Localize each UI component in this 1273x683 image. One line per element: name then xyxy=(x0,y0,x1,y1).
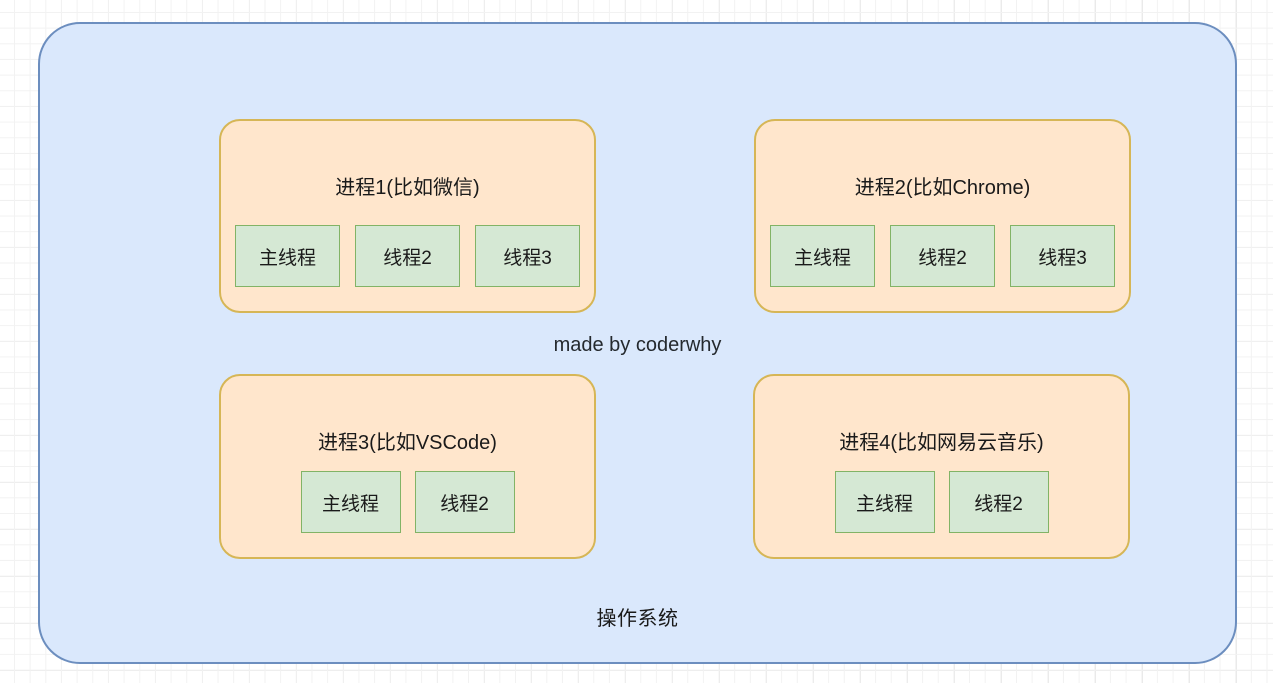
process-2-thread-row: 主线程 线程2 线程3 xyxy=(756,225,1129,287)
process-4-title: 进程4(比如网易云音乐) xyxy=(839,432,1044,454)
thread-box[interactable]: 线程2 xyxy=(890,225,995,287)
process-2-title: 进程2(比如Chrome) xyxy=(854,177,1031,199)
process-box-2[interactable]: 进程2(比如Chrome) 主线程 线程2 线程3 xyxy=(754,119,1131,313)
process-box-1[interactable]: 进程1(比如微信) 主线程 线程2 线程3 xyxy=(219,119,596,313)
process-box-4[interactable]: 进程4(比如网易云音乐) 主线程 线程2 xyxy=(753,374,1130,559)
process-4-thread-row: 主线程 线程2 xyxy=(755,471,1128,533)
thread-box[interactable]: 主线程 xyxy=(300,471,401,533)
thread-box[interactable]: 线程3 xyxy=(1010,225,1115,287)
operating-system-label: 操作系统 xyxy=(596,608,679,630)
watermark-text: made by coderwhy xyxy=(553,334,722,356)
process-1-thread-row: 主线程 线程2 线程3 xyxy=(221,225,594,287)
thread-box[interactable]: 线程2 xyxy=(414,471,515,533)
thread-box[interactable]: 线程2 xyxy=(948,471,1049,533)
thread-box[interactable]: 主线程 xyxy=(770,225,875,287)
process-1-title: 进程1(比如微信) xyxy=(335,177,480,199)
thread-box[interactable]: 主线程 xyxy=(235,225,340,287)
process-box-3[interactable]: 进程3(比如VSCode) 主线程 线程2 xyxy=(219,374,596,559)
thread-box[interactable]: 主线程 xyxy=(834,471,935,533)
process-3-title: 进程3(比如VSCode) xyxy=(318,432,497,454)
thread-box[interactable]: 线程2 xyxy=(355,225,460,287)
operating-system-container: 进程1(比如微信) 主线程 线程2 线程3 进程2(比如Chrome) 主线程 … xyxy=(38,22,1237,664)
process-3-thread-row: 主线程 线程2 xyxy=(221,471,594,533)
thread-box[interactable]: 线程3 xyxy=(475,225,580,287)
